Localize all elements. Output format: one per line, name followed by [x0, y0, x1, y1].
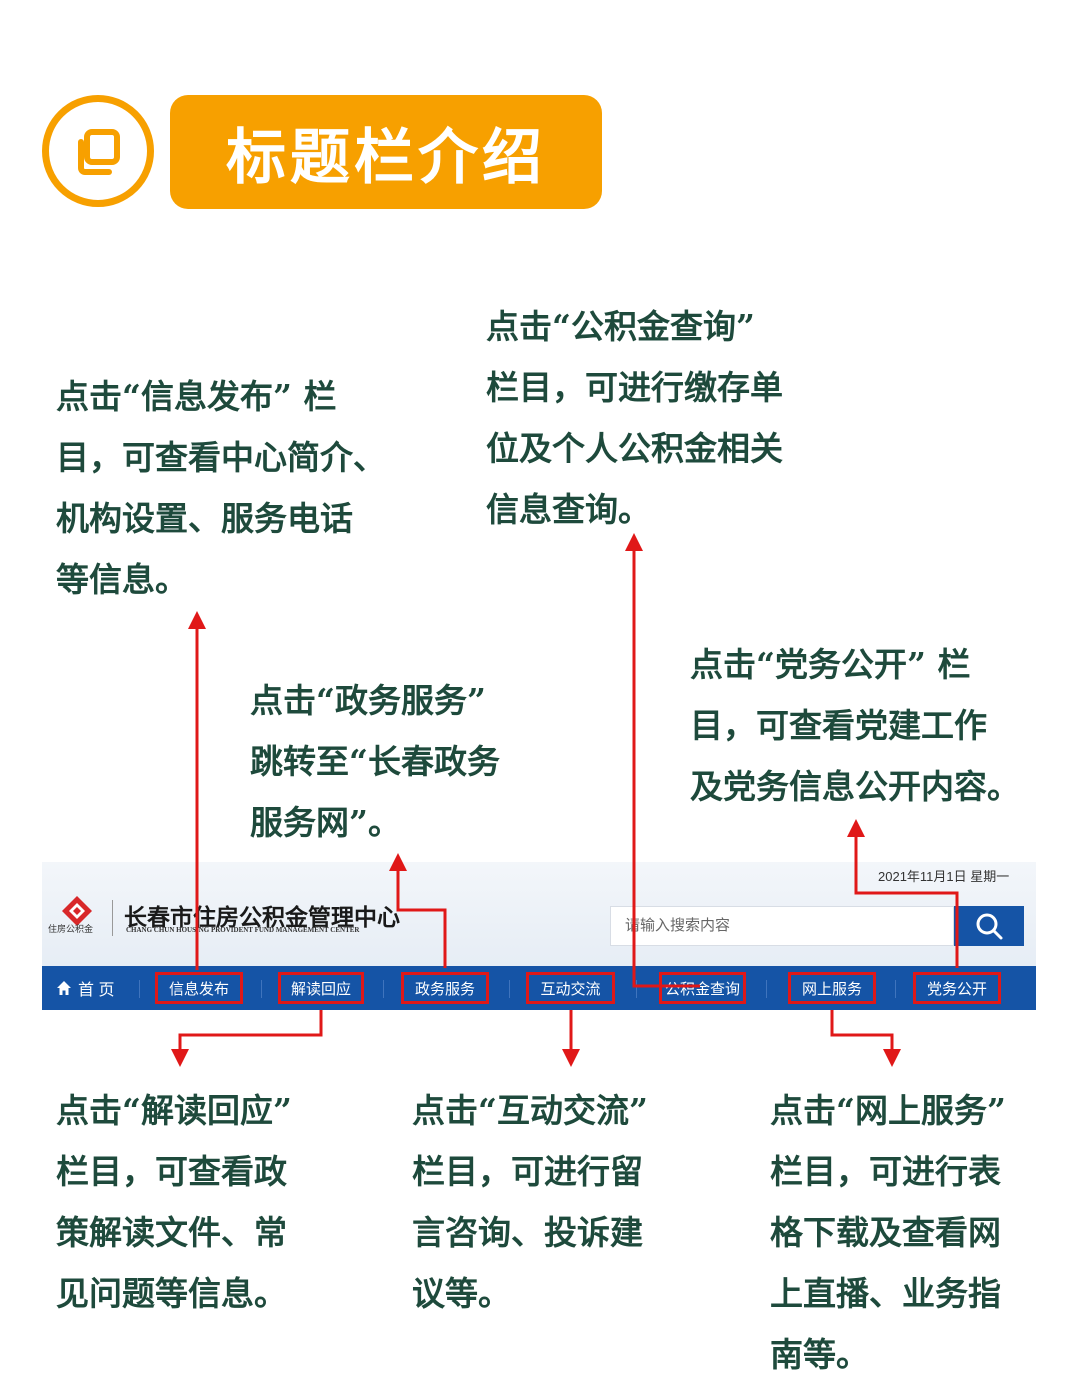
note-fund-query: 点击“公积金查询” 栏目，可进行缴存单 位及个人公积金相关 信息查询。 — [486, 307, 783, 529]
note-interaction: 点击“互动交流” 栏目，可进行留 言咨询、投诉建 议等。 — [412, 1091, 648, 1313]
note-online-service: 点击“网上服务” 栏目，可进行表 格下载及查看网 上直播、业务指 南等。 — [770, 1091, 1006, 1374]
nav-party-affairs[interactable]: 党务公开 — [913, 972, 1001, 1004]
logo-divider — [112, 900, 113, 936]
arrow-party-affairs — [847, 819, 959, 968]
nav-home[interactable]: 首 页 — [56, 972, 114, 1004]
arrow-interpret — [171, 1010, 323, 1067]
site-date: 2021年11月1日 星期一 — [878, 869, 1010, 884]
search-button[interactable] — [954, 906, 1024, 946]
website-screenshot: 2021年11月1日 星期一 住房公积金 长春市住房公积金管理中心 CHANG … — [42, 862, 1036, 1010]
note-info-release: 点击“信息发布” 栏 目，可查看中心简介、 机构设置、服务电话 等信息。 — [56, 377, 386, 599]
nav-separator — [139, 980, 140, 998]
logo-caption: 住房公积金 — [48, 924, 94, 934]
arrow-online-service — [830, 1010, 901, 1067]
section-title: 标题栏介绍 — [170, 95, 602, 209]
nav-separator — [261, 980, 262, 998]
arrow-fund-query — [625, 533, 700, 988]
nav-online-service[interactable]: 网上服务 — [788, 972, 876, 1004]
copy-icon — [78, 129, 120, 175]
note-interpret: 点击“解读回应” 栏目，可查看政 策解读文件、常 见问题等信息。 — [56, 1091, 292, 1313]
nav-separator — [636, 980, 637, 998]
nav-info-release[interactable]: 信息发布 — [155, 972, 243, 1004]
nav-separator — [895, 980, 896, 998]
housing-fund-logo-icon — [62, 896, 92, 926]
nav-home-label: 首 页 — [78, 982, 115, 999]
search-icon — [976, 913, 1003, 940]
arrow-gov-service — [389, 853, 447, 968]
org-name-en: CHANG CHUN HOUSING PROVIDENT FUND MANAGE… — [126, 926, 360, 934]
nav-separator — [383, 980, 384, 998]
home-icon — [57, 981, 71, 995]
nav-gov-service[interactable]: 政务服务 — [401, 972, 489, 1004]
nav-separator — [509, 980, 510, 998]
nav-interpret[interactable]: 解读回应 — [278, 972, 364, 1004]
site-header: 2021年11月1日 星期一 住房公积金 长春市住房公积金管理中心 CHANG … — [42, 862, 1036, 966]
nav-separator — [766, 980, 767, 998]
note-gov-service: 点击“政务服务” 跳转至“长春政务 服务网”。 — [250, 681, 500, 842]
search-input[interactable]: 请输入搜索内容 — [610, 906, 954, 946]
header-icon-circle — [42, 95, 154, 207]
main-nav: 首 页 信息发布 解读回应 政务服务 互动交流 公积金查询 网上服务 党务公开 — [42, 966, 1036, 1010]
nav-interaction[interactable]: 互动交流 — [526, 972, 615, 1004]
note-party-affairs: 点击“党务公开” 栏 目，可查看党建工作 及党务信息公开内容。 — [690, 645, 1020, 806]
org-name[interactable]: 长春市住房公积金管理中心 — [124, 904, 400, 931]
